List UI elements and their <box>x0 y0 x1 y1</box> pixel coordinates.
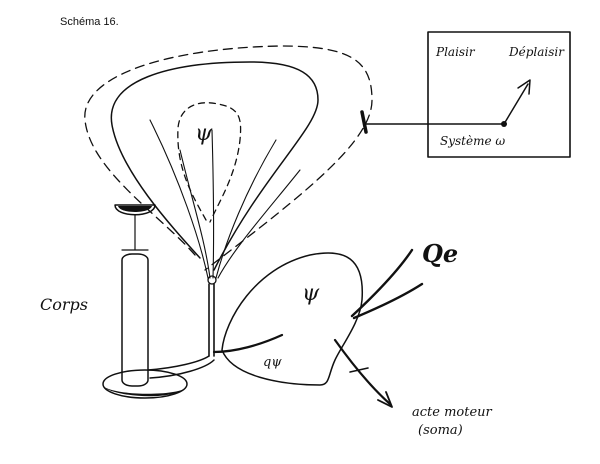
corps-link-to-stem-lower <box>149 359 215 379</box>
solid-cup-envelope <box>110 61 319 271</box>
motor-output-line <box>333 338 392 406</box>
pathway-line-1 <box>149 119 209 279</box>
motor-output-branch <box>349 367 369 373</box>
corps-link-to-stem <box>147 355 210 371</box>
corps-base-shadow <box>103 386 186 397</box>
figure-title: Schéma 16. <box>60 16 119 28</box>
outer-dashed-envelope <box>84 45 373 271</box>
psi-lower-label: ψ <box>302 281 320 306</box>
plaisir-label: Plaisir <box>435 45 476 59</box>
pathway-line-3 <box>211 129 215 279</box>
acte-moteur-label: acte moteur <box>412 405 493 420</box>
systeme-omega-box <box>427 31 571 158</box>
pathway-line-5 <box>217 169 301 279</box>
qe-input-line-2 <box>352 282 424 320</box>
corps-base <box>102 369 188 399</box>
q-psi-label: qψ <box>263 355 282 370</box>
omega-arrow-shaft <box>427 83 529 125</box>
qe-input-line-1 <box>350 248 414 318</box>
inner-dashed-psi-envelope <box>177 102 242 223</box>
envelope-contact-mark <box>360 110 368 134</box>
deplaisir-label: Déplaisir <box>508 45 565 59</box>
systeme-omega-label: Système ω <box>440 134 505 148</box>
qe-label: Qe <box>422 239 458 268</box>
psi-upper-label: ψ <box>195 121 213 146</box>
pathway-line-2 <box>179 149 211 279</box>
convergence-node <box>207 275 217 285</box>
corps-column <box>121 253 149 387</box>
soma-label: (soma) <box>418 423 463 438</box>
psi-lower-region <box>221 252 364 386</box>
corps-bowl-fill <box>118 206 152 212</box>
corps-bowl <box>114 204 156 216</box>
stem-to-psi-connector <box>212 333 284 354</box>
motor-output-arrowhead <box>377 391 393 408</box>
corps-suspension <box>121 214 149 251</box>
pathway-line-4 <box>215 139 277 279</box>
corps-label: Corps <box>40 295 88 314</box>
omega-arrow-head <box>517 79 531 95</box>
